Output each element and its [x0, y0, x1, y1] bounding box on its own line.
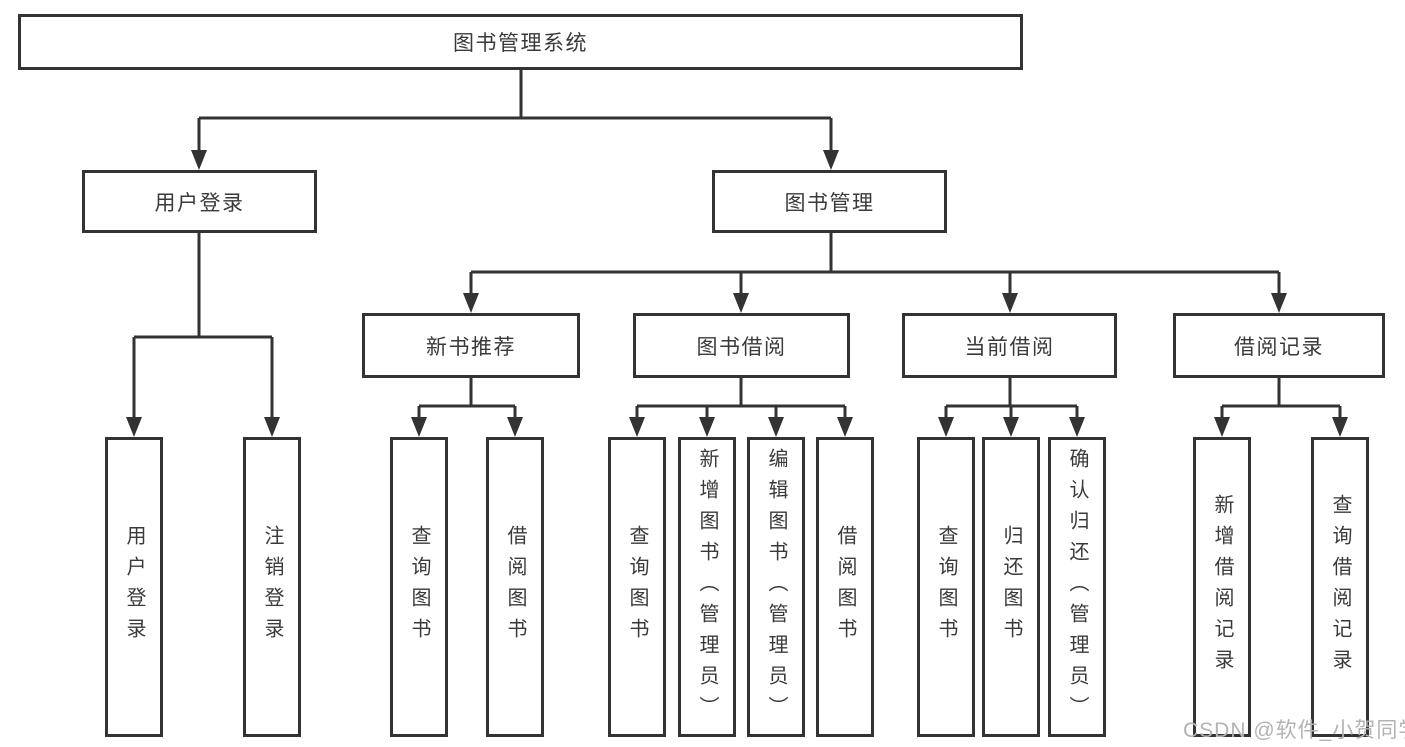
node-leaf-borrow-books: 借阅图书	[816, 437, 874, 737]
arrowhead-icon	[938, 417, 954, 437]
arrowhead-icon	[1332, 417, 1348, 437]
connector-book-management-split	[463, 233, 1287, 313]
node-label: 编辑图书（管理员）	[765, 447, 787, 727]
arrowhead-icon	[823, 150, 839, 170]
arrowhead-icon	[411, 417, 427, 437]
connector-user-login-split	[126, 233, 280, 437]
node-label: 用户登录	[123, 525, 145, 649]
arrowhead-icon	[126, 417, 142, 437]
arrowhead-icon	[1002, 293, 1018, 313]
node-label: 查询图书	[935, 525, 957, 649]
node-root: 图书管理系统	[18, 14, 1023, 70]
node-book-management: 图书管理	[712, 170, 947, 233]
node-label: 查询图书	[408, 525, 430, 649]
node-label: 注销登录	[261, 525, 283, 649]
connector-new-book-recommend-split	[411, 378, 523, 437]
node-leaf-logout: 注销登录	[243, 437, 301, 737]
node-leaf-query-books-borrow: 查询图书	[608, 437, 666, 737]
node-book-borrow: 图书借阅	[633, 313, 850, 378]
node-leaf-add-book-admin: 新增图书（管理员）	[678, 437, 736, 737]
node-label: 归还图书	[1000, 525, 1022, 649]
arrowhead-icon	[699, 417, 715, 437]
connector-borrow-records-split	[1214, 378, 1348, 437]
node-new-book-recommend: 新书推荐	[362, 313, 580, 378]
watermark-text: CSDN @软件_小贺同学	[1183, 719, 1405, 742]
arrowhead-icon	[191, 150, 207, 170]
arrowhead-icon	[1271, 293, 1287, 313]
node-label: 借阅图书	[504, 525, 526, 649]
node-leaf-edit-book-admin: 编辑图书（管理员）	[747, 437, 805, 737]
arrowhead-icon	[768, 417, 784, 437]
connector-current-borrow-split	[938, 378, 1085, 437]
arrowhead-icon	[629, 417, 645, 437]
node-leaf-query-borrow-record: 查询借阅记录	[1311, 437, 1369, 737]
arrowhead-icon	[733, 293, 749, 313]
node-label: 新增图书（管理员）	[696, 447, 718, 727]
node-borrow-records: 借阅记录	[1173, 313, 1385, 378]
node-label: 借阅图书	[834, 525, 856, 649]
node-label: 新增借阅记录	[1211, 494, 1233, 680]
node-leaf-confirm-return-admin: 确认归还（管理员）	[1048, 437, 1106, 737]
node-leaf-query-books-recommend: 查询图书	[390, 437, 448, 737]
arrowhead-icon	[837, 417, 853, 437]
arrowhead-icon	[463, 293, 479, 313]
arrowhead-icon	[264, 417, 280, 437]
arrowhead-icon	[507, 417, 523, 437]
node-leaf-borrow-books-recommend: 借阅图书	[486, 437, 544, 737]
arrowhead-icon	[1003, 417, 1019, 437]
node-leaf-query-books-current: 查询图书	[917, 437, 975, 737]
node-leaf-return-book: 归还图书	[982, 437, 1040, 737]
arrowhead-icon	[1214, 417, 1230, 437]
node-label: 查询图书	[626, 525, 648, 649]
connector-book-borrow-split	[629, 378, 853, 437]
node-leaf-add-borrow-record: 新增借阅记录	[1193, 437, 1251, 737]
node-current-borrow: 当前借阅	[902, 313, 1117, 378]
connector-root-split	[191, 70, 839, 170]
node-user-login: 用户登录	[82, 170, 317, 233]
node-label: 确认归还（管理员）	[1066, 447, 1088, 727]
arrowhead-icon	[1069, 417, 1085, 437]
node-leaf-user-login: 用户登录	[105, 437, 163, 737]
node-label: 查询借阅记录	[1329, 494, 1351, 680]
